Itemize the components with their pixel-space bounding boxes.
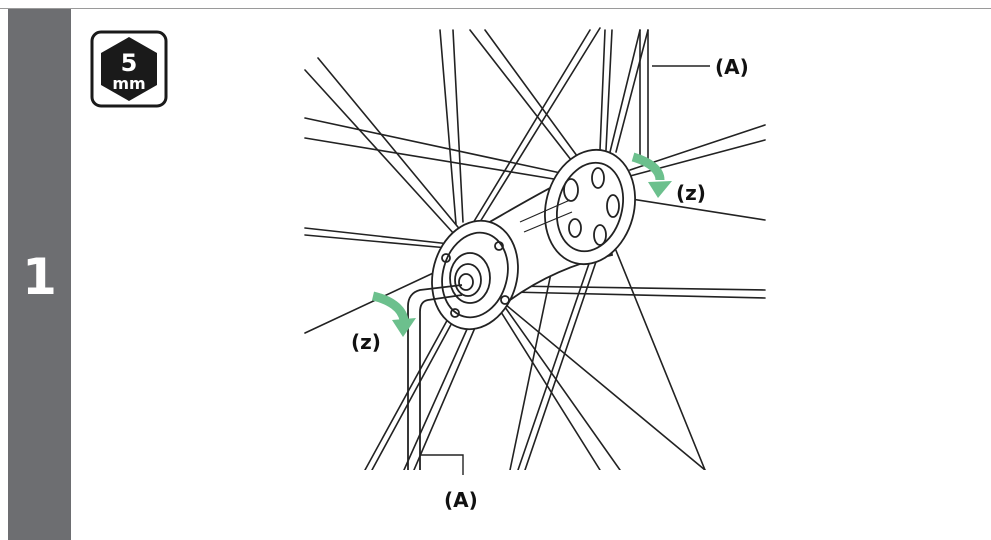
hub-body — [431, 148, 636, 331]
rotation-arrowhead-left — [392, 318, 416, 337]
spokes-left-flange — [304, 27, 766, 470]
callout-leaders — [420, 65, 710, 475]
step-bar: 1 — [8, 9, 71, 540]
callout-a-bottom: (A) — [444, 488, 478, 512]
tool-size: 5 — [121, 49, 138, 77]
callout-z-left: (z) — [351, 330, 381, 354]
top-rule — [0, 8, 991, 9]
wheel-hub-illustration — [304, 27, 766, 475]
hex-key-tool — [407, 284, 463, 470]
callout-a-top: (A) — [715, 55, 749, 79]
rotation-arrowhead-right — [648, 181, 672, 198]
callout-z-right: (z) — [676, 181, 706, 205]
rotation-arrow-right — [631, 152, 665, 181]
rotation-arrow-left — [371, 291, 409, 322]
tool-unit: mm — [112, 74, 145, 93]
hex-key-icon: 5 mm — [90, 30, 168, 108]
step-number: 1 — [22, 248, 57, 306]
